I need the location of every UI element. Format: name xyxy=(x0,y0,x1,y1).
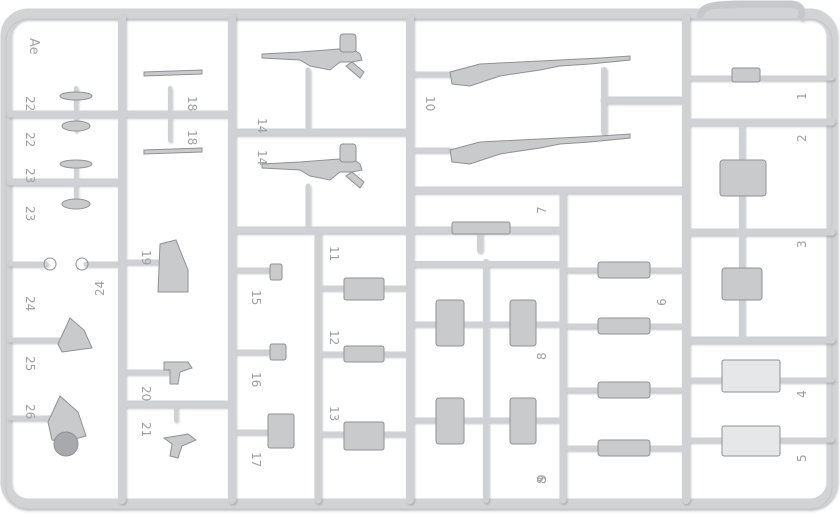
part-number-label: 19 xyxy=(139,250,153,265)
part-number-label: 18 xyxy=(185,130,199,145)
part-number-label: 16 xyxy=(249,372,263,387)
part-number-label: 18 xyxy=(185,96,199,111)
part-number-label: 24 xyxy=(23,296,37,311)
part-number-label: 22 xyxy=(23,96,37,111)
part-number-label: 8 xyxy=(535,352,549,360)
part-number-label: 2 xyxy=(795,134,809,142)
sprue-outer-frame xyxy=(0,0,838,510)
part-number-label: 17 xyxy=(249,452,263,467)
part-number-label: 14 xyxy=(255,118,269,133)
sprue-parts xyxy=(43,33,781,459)
sprue-runners xyxy=(6,14,836,504)
part-number-labels: Ae22222323242425261818192021141410712345… xyxy=(23,38,809,484)
part-number-label: 9 xyxy=(535,474,549,482)
part-number-label: 21 xyxy=(139,422,153,437)
part-number-label: 6 xyxy=(655,298,669,306)
part-number-label: 10 xyxy=(423,96,437,111)
part-number-label: 24 xyxy=(93,281,107,296)
part-number-label: 4 xyxy=(795,390,809,398)
part-number-label: 7 xyxy=(535,206,549,214)
part-number-label: 20 xyxy=(139,386,153,401)
sprue-code-label: Ae xyxy=(26,38,41,55)
part-number-label: 22 xyxy=(23,132,37,147)
part-number-label: 13 xyxy=(327,406,341,421)
part-number-label: 23 xyxy=(23,168,37,183)
part-number-label: 1 xyxy=(795,92,809,100)
part-number-label: 14 xyxy=(255,150,269,165)
part-number-label: 5 xyxy=(795,454,809,462)
part-number-label: 15 xyxy=(249,290,263,305)
part-number-label: 11 xyxy=(327,246,341,261)
part-number-label: 23 xyxy=(23,206,37,221)
part-number-label: 12 xyxy=(327,330,341,345)
part-number-label: 3 xyxy=(795,240,809,248)
part-number-label: 26 xyxy=(23,404,37,419)
part-number-label: 8 xyxy=(535,476,549,484)
part-number-label: 25 xyxy=(23,356,37,371)
